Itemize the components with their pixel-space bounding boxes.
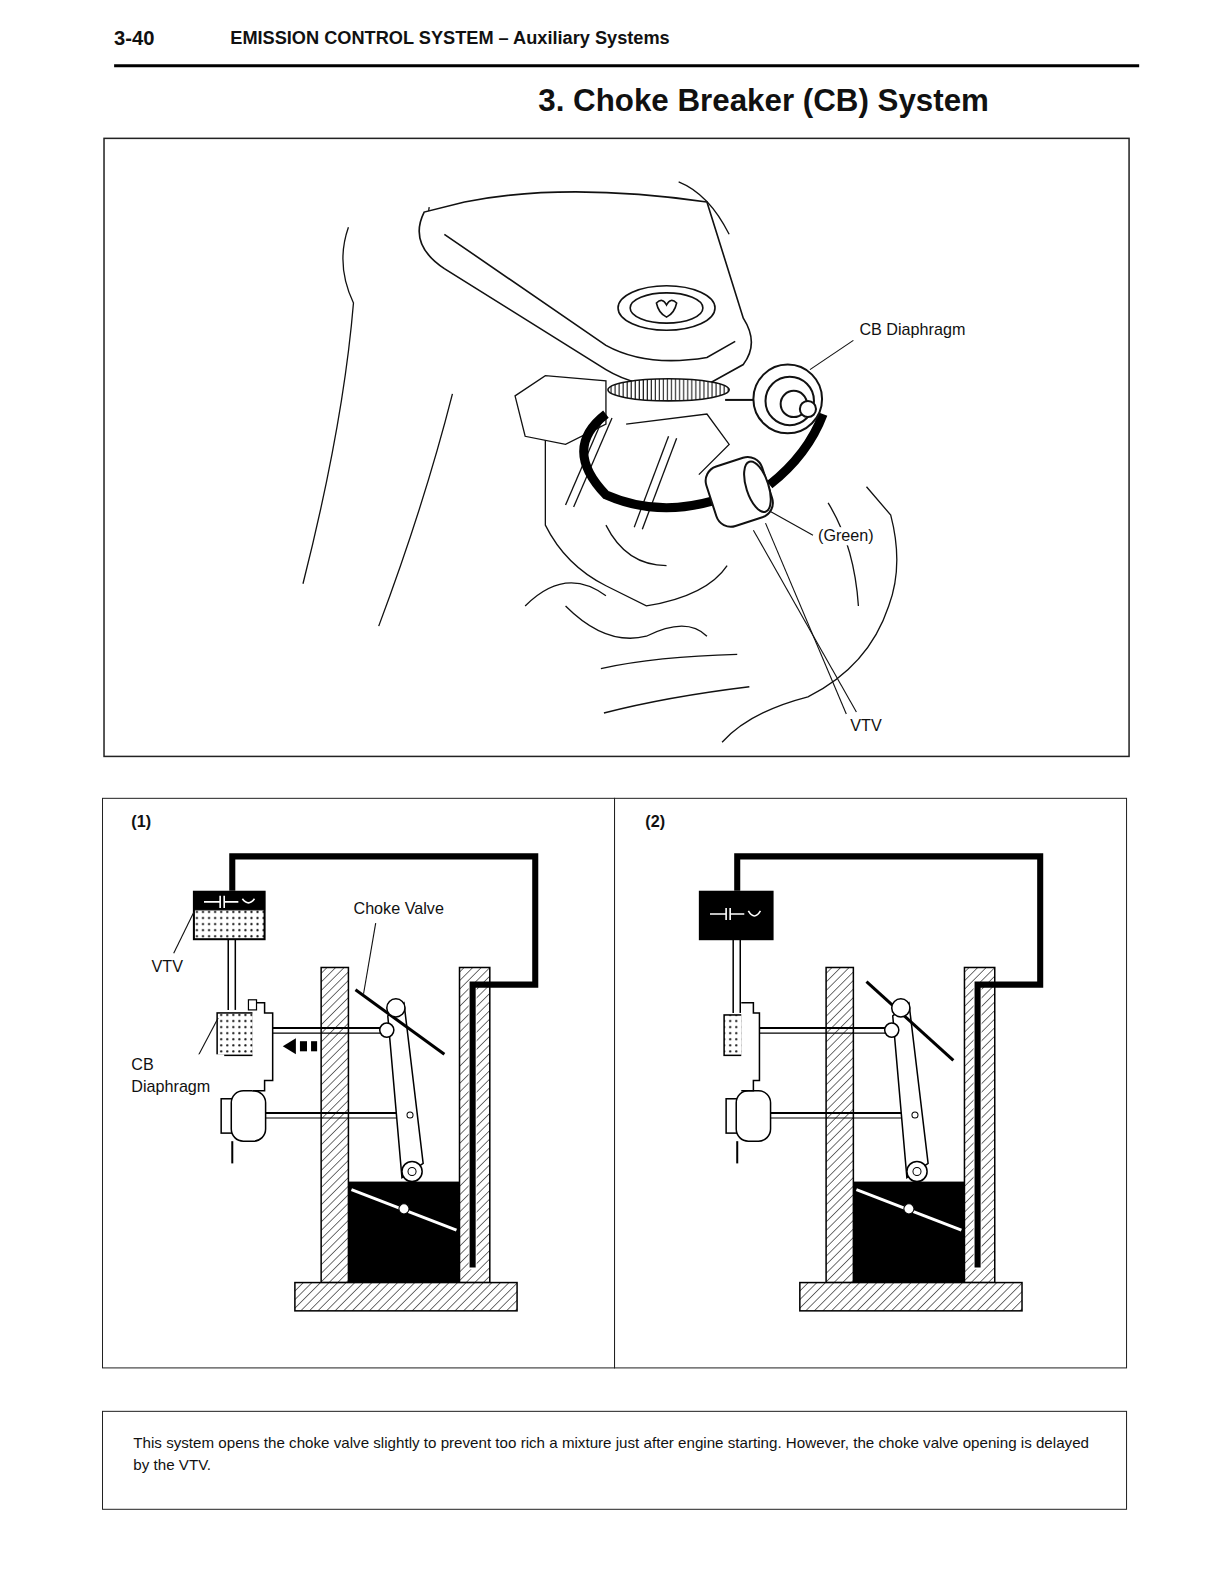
panel-number: (2) <box>645 813 665 831</box>
section-heading: EMISSION CONTROL SYSTEM – Auxiliary Syst… <box>230 28 669 49</box>
vacuum-hose <box>584 414 713 508</box>
engine-sketch <box>303 182 897 742</box>
header-rule <box>114 64 1139 67</box>
choke-mechanism <box>700 892 953 1091</box>
figure-panel: (2) <box>614 798 1127 1369</box>
label-holder: VTV <box>850 717 881 735</box>
title-holder: 3. Choke Breaker (CB) System <box>538 83 989 119</box>
color-note: (Green) <box>818 527 874 545</box>
part-label: CB Diaphragm <box>859 321 965 339</box>
leader-line <box>174 912 376 1056</box>
carburettor-section <box>221 856 535 1310</box>
air-cleaner <box>419 192 751 401</box>
label-holder: (Green) <box>818 527 874 545</box>
choke-mechanism <box>194 892 444 1091</box>
figure-frame <box>104 138 1129 756</box>
caption-text: This system opens the choke valve slight… <box>133 1432 1095 1476</box>
label-holder: EMISSION CONTROL SYSTEM – Auxiliary Syst… <box>230 28 669 49</box>
page-number: 3-40 <box>114 27 154 50</box>
label-holder: CB Diaphragm <box>131 1054 224 1096</box>
part-label: VTV <box>850 717 881 735</box>
panel-number: (1) <box>131 813 151 831</box>
label-holder: CB Diaphragm <box>859 321 965 339</box>
label-holder: VTV <box>151 957 182 975</box>
page-title: 3. Choke Breaker (CB) System <box>538 83 989 119</box>
label-holder: Choke Valve <box>353 900 443 918</box>
part-label: VTV <box>151 957 182 975</box>
label-holder: 3-40 <box>114 27 154 50</box>
caption-box: This system opens the choke valve slight… <box>102 1411 1127 1510</box>
part-label: Choke Valve <box>353 900 443 918</box>
cb-diaphragm-unit <box>725 365 822 434</box>
part-label: CB Diaphragm <box>131 1054 224 1096</box>
vtv-unit <box>702 453 777 531</box>
